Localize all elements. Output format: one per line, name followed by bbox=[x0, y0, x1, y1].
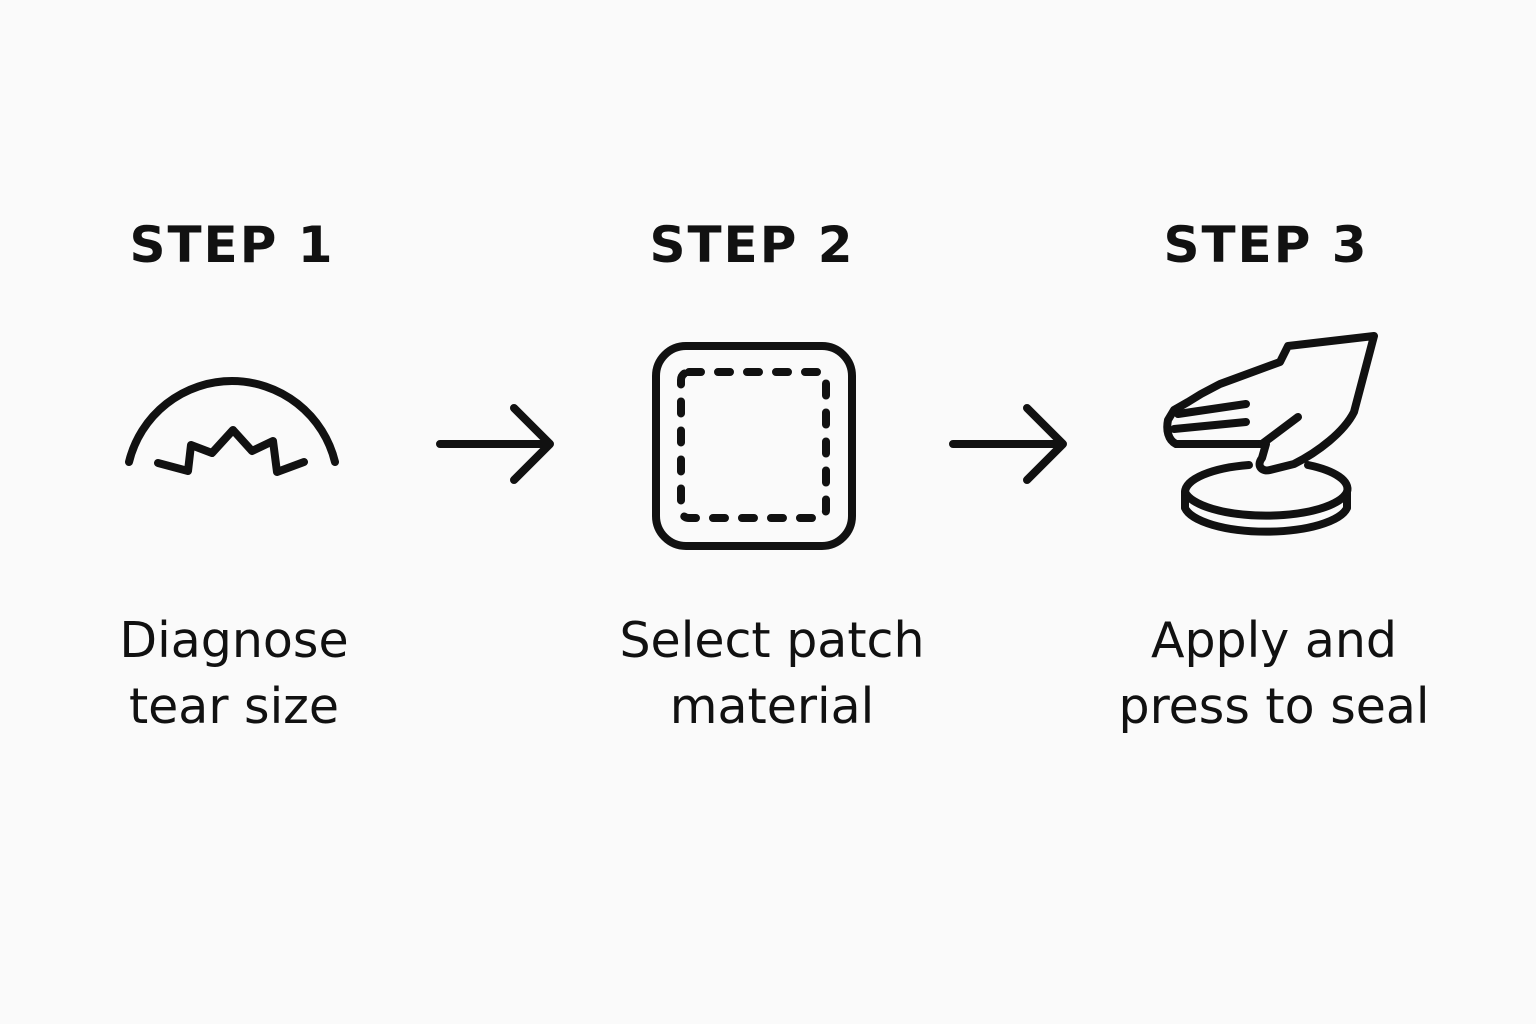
step-3-caption-line-2: press to seal bbox=[1118, 678, 1430, 735]
step-3-title: STEP 3 bbox=[1163, 216, 1369, 274]
step-1-title: STEP 1 bbox=[129, 216, 335, 274]
step-2-caption-line-2: material bbox=[669, 678, 875, 735]
step-1-caption-line-2: tear size bbox=[128, 678, 340, 735]
tear-arc-icon bbox=[110, 340, 360, 490]
step-3-caption: Apply and press to seal bbox=[1064, 608, 1484, 740]
step-1-caption-line-1: Diagnose bbox=[119, 612, 349, 669]
step-2-title: STEP 2 bbox=[649, 216, 855, 274]
hand-press-icon bbox=[1158, 326, 1388, 556]
step-2-caption-line-1: Select patch bbox=[619, 612, 925, 669]
step-2-caption: Select patch material bbox=[562, 608, 982, 740]
arrow-right-icon bbox=[945, 400, 1075, 490]
patch-square-icon bbox=[648, 338, 860, 554]
step-1-caption: Diagnose tear size bbox=[24, 608, 444, 740]
step-3-caption-line-1: Apply and bbox=[1150, 612, 1398, 669]
arrow-right-icon bbox=[432, 400, 562, 490]
